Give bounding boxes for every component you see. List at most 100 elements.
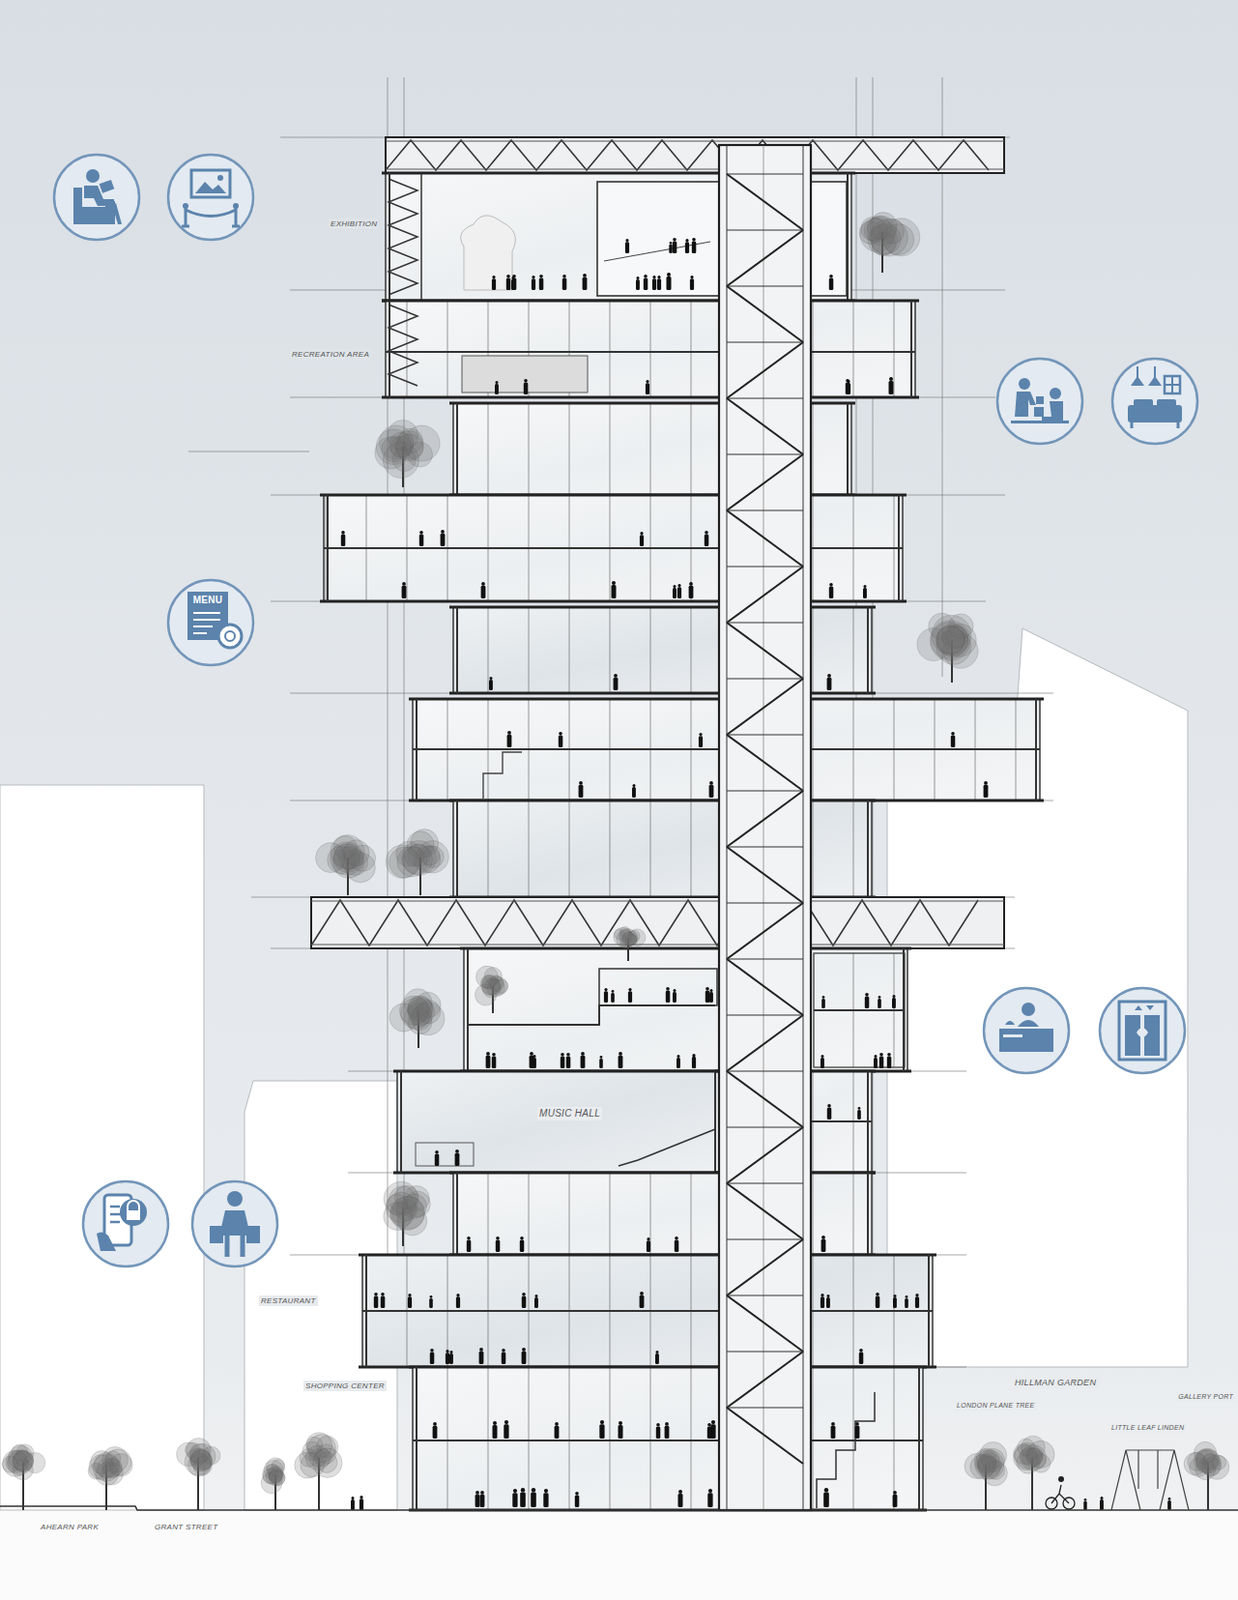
drawing-rect (672, 241, 678, 255)
drawing-rect (664, 1425, 670, 1439)
drawing-rect (445, 1352, 450, 1364)
stair-flight (726, 1182, 804, 1239)
floor-slab (319, 493, 907, 497)
person-figure (707, 1488, 713, 1507)
drawing-circle (450, 1350, 454, 1354)
landing (726, 1181, 804, 1183)
floor-volume (362, 1254, 933, 1367)
drawing-rect (209, 1225, 224, 1243)
person-figure (407, 1293, 412, 1308)
drawing-circle (875, 1292, 880, 1296)
drawing-circle (455, 1149, 460, 1153)
drawing-circle (690, 275, 693, 279)
drawing-circle (501, 1348, 506, 1353)
drawing-circle (887, 1052, 892, 1057)
drawing-rect (486, 1055, 491, 1068)
section-label: SHOPPING CENTER (303, 1380, 387, 1391)
drawing-circle (656, 1350, 660, 1354)
drawing-rect (674, 1239, 680, 1253)
person-figure (523, 378, 529, 395)
tree (917, 612, 979, 683)
drawing-rect (126, 1209, 141, 1220)
tree (87, 1446, 133, 1511)
person-figure (864, 992, 870, 1008)
tree (475, 965, 509, 1013)
drawing-circle (481, 581, 486, 586)
stair-flight (726, 678, 804, 735)
drawing-circle (491, 275, 495, 279)
landing (726, 397, 804, 399)
person-figure (672, 237, 678, 254)
person-figure (676, 1054, 681, 1068)
drawing-group (1111, 1449, 1189, 1510)
stair-flight (726, 342, 804, 399)
drawing-path (1136, 1027, 1149, 1037)
drawing-circle (643, 274, 648, 279)
drawing-circle (539, 274, 544, 279)
landing (726, 621, 804, 623)
column (714, 1070, 717, 1173)
drawing-line (289, 1254, 967, 1256)
person-figure (582, 273, 588, 290)
landing (726, 565, 804, 567)
person-figure (887, 1052, 893, 1068)
drawing-rect (698, 735, 703, 748)
drawing-path (185, 209, 236, 217)
floor-volume (323, 494, 903, 602)
truss-chord (311, 944, 1005, 946)
column (910, 300, 913, 398)
drawing-group (341, 237, 1172, 1510)
drawing-rect (652, 278, 657, 290)
drawing-circle (519, 1236, 524, 1240)
drawing-line (289, 692, 1054, 694)
drawing-rect (99, 179, 116, 194)
column (456, 800, 459, 897)
drawing-circle (664, 1421, 669, 1426)
drawing-circle (182, 202, 189, 209)
drawing-rect (501, 1352, 507, 1365)
drawing-circle (822, 995, 826, 999)
person-figure (889, 376, 894, 395)
drawing-rect (1003, 1034, 1023, 1037)
lattice-wall (388, 304, 418, 386)
drawing-rect (1164, 375, 1181, 394)
drawing-circle (657, 275, 661, 279)
person-figure (466, 1236, 472, 1252)
floor-slab (319, 600, 907, 604)
person-figure (481, 581, 487, 599)
person-figure (560, 1052, 566, 1068)
section-label: GALLERY PORT (1176, 1391, 1236, 1402)
drawing-rect (639, 1295, 645, 1308)
drawing-circle (491, 1052, 496, 1057)
tree (389, 988, 445, 1048)
person-figure (580, 1051, 586, 1068)
drawing-circle (691, 1053, 695, 1057)
drawing-path (1137, 366, 1155, 378)
person-figure (628, 987, 633, 1003)
person-figure (645, 379, 650, 395)
drawing-rect (449, 1353, 454, 1364)
drawing-rect (341, 534, 346, 548)
drawing-rect (611, 584, 617, 599)
drawing-rect (892, 1494, 898, 1507)
drawing-circle (710, 988, 714, 992)
person-figure (1083, 1497, 1087, 1510)
drawing-rect (689, 585, 694, 599)
drawing-circle (430, 1295, 433, 1298)
drawing-path (219, 1209, 251, 1236)
person-figure (534, 1294, 539, 1308)
drawing-rect (494, 383, 499, 395)
drawing-rect (521, 1351, 527, 1364)
person-figure (430, 1348, 435, 1364)
drawing-circle (578, 780, 583, 785)
drawing-rect (503, 1423, 509, 1439)
drawing-rect (543, 1492, 548, 1507)
drawing-circle (225, 631, 235, 641)
drawing-rect (580, 1055, 586, 1068)
drawing-circle (827, 673, 832, 678)
landing (726, 677, 804, 679)
drawing-circle (611, 989, 615, 993)
person-figure (491, 1052, 497, 1068)
planter (599, 968, 718, 1006)
stair-flight (726, 1351, 804, 1408)
